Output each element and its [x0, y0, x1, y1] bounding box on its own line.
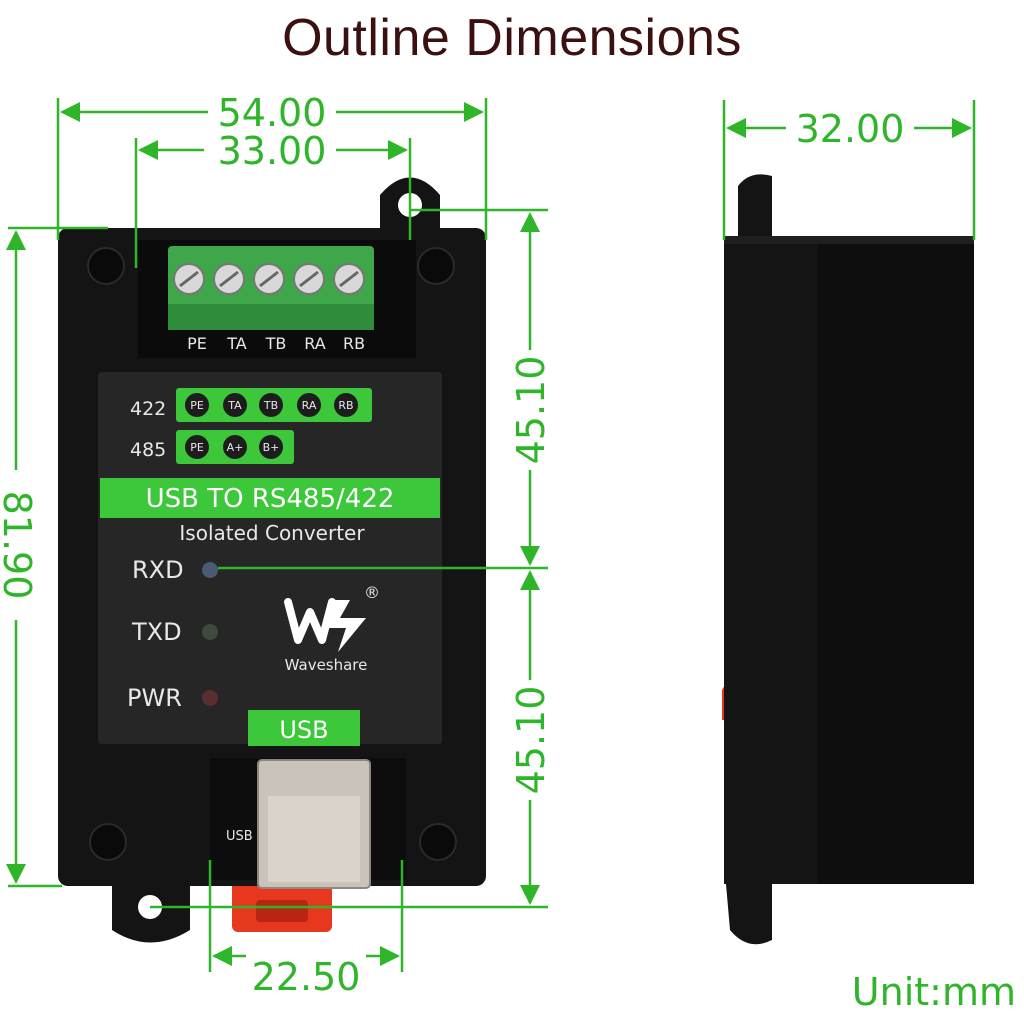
screw-icon: [419, 823, 457, 861]
side-ear-bottom: [726, 884, 772, 945]
row-485-label: 485: [130, 439, 166, 461]
usb-tab: [248, 710, 360, 746]
page-title: Outline Dimensions: [282, 9, 742, 67]
pin-label: TA: [227, 399, 242, 412]
brand-name: Waveshare: [285, 656, 368, 674]
pin-label: B+: [263, 441, 280, 454]
screw-icon: [87, 247, 125, 285]
terminal-screws: [173, 263, 365, 295]
led-rxd-icon: [202, 562, 218, 578]
terminal-label: RA: [304, 334, 325, 353]
waveshare-logo-icon: ® Waveshare: [284, 583, 380, 674]
dim-usb-width: 22.50: [252, 955, 361, 999]
front-view: PE TA TB RA RB 422 PE TA TB RA RB: [58, 177, 486, 943]
banner-subtitle: Isolated Converter: [179, 521, 365, 545]
led-txd-icon: [202, 624, 218, 640]
pin-label: RA: [302, 399, 317, 412]
pin-label: TB: [263, 399, 278, 412]
banner-text: USB TO RS485/422: [146, 484, 395, 514]
side-ear-top: [738, 174, 772, 236]
pin-label: A+: [227, 441, 244, 454]
pin-label: RB: [338, 399, 353, 412]
terminal-label: PE: [187, 334, 207, 353]
dim-width-total: 54.00: [218, 91, 327, 135]
terminal-label: RB: [343, 334, 365, 353]
front-panel: [98, 372, 442, 744]
row-422-label: 422: [130, 398, 166, 420]
terminal-label: TA: [226, 334, 247, 353]
pin-label: PE: [190, 441, 204, 454]
dimension-lines: [6, 98, 976, 972]
screw-icon: [89, 823, 127, 861]
product-banner: [100, 478, 440, 518]
led-label-txd: TXD: [131, 618, 182, 646]
dim-terminal-width: 33.00: [218, 129, 327, 173]
unit-label: Unit:mm: [851, 970, 1016, 1014]
dim-lower-half: 45.10: [509, 686, 553, 795]
pin-label: PE: [190, 399, 204, 412]
led-label-pwr: PWR: [127, 684, 182, 712]
terminal-label: TB: [265, 334, 287, 353]
led-pwr-icon: [202, 690, 218, 706]
screw-icon: [417, 247, 455, 285]
registered-mark: ®: [364, 583, 380, 602]
terminal-labels: PE TA TB RA RB: [187, 334, 365, 353]
dim-upper-half: 45.10: [509, 356, 553, 465]
side-view: [722, 174, 974, 945]
dim-height-total: 81.90: [0, 491, 39, 600]
usb-small-label: USB: [226, 829, 253, 844]
led-label-rxd: RXD: [132, 556, 184, 584]
dim-side-depth: 32.00: [796, 107, 905, 151]
usb-tab-label: USB: [279, 716, 328, 744]
